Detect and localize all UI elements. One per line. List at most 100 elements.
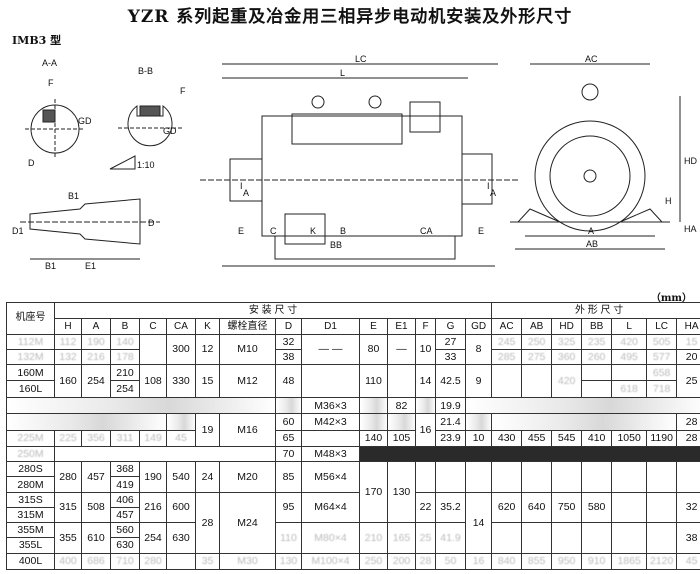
table-cell: 630 — [110, 537, 140, 554]
table-cell: 260 — [581, 348, 613, 366]
table-cell: 48 — [275, 364, 302, 398]
section-mark-right-sub: A — [490, 188, 496, 198]
col-e: E — [359, 318, 388, 335]
table-cell: 285 — [491, 348, 523, 366]
table-cell: 140 — [359, 429, 388, 448]
table-cell — [6, 396, 276, 415]
table-cell: 245 — [491, 333, 523, 350]
table-cell: 2120 — [646, 552, 678, 571]
table-cell: 160M — [6, 364, 55, 382]
table-cell: 600 — [166, 491, 196, 524]
table-cell — [275, 396, 302, 415]
table-cell: 545 — [551, 429, 583, 448]
dim-ac-label: AC — [585, 54, 598, 64]
table-cell — [521, 522, 553, 554]
table-cell: 105 — [387, 429, 416, 448]
table-row: 250M 70 M48×3 — [6, 445, 700, 463]
table-cell — [611, 364, 648, 382]
col-k: K — [195, 318, 220, 335]
dim-bb-label: B — [340, 226, 346, 236]
table-cell: 28 — [195, 491, 220, 554]
table-cell: 254 — [110, 380, 140, 398]
table-cell: 42.5 — [435, 364, 466, 398]
table-cell: 658 — [646, 364, 678, 382]
table-cell: 10 — [415, 333, 436, 366]
table-cell: 170 — [359, 461, 388, 524]
table-cell: 8 — [464, 333, 493, 366]
table-cell: 23.9 — [435, 429, 466, 448]
table-cell — [387, 364, 416, 398]
section-mark-left-sub: A — [243, 188, 249, 198]
table-cell: 225 — [54, 429, 82, 448]
table-cell: 610 — [81, 522, 111, 554]
table-cell: 19 — [195, 413, 220, 447]
table-cell: 82 — [387, 396, 416, 415]
table-cell — [166, 413, 196, 431]
dim-ca-label: CA — [420, 226, 433, 236]
table-cell: 95 — [275, 491, 302, 524]
table-cell: 420 — [611, 333, 648, 350]
table-row: 315S 315 508 406 216 600 28 M24 95 M64×4… — [6, 491, 700, 554]
table-cell: 16 — [415, 413, 436, 447]
table-cell: M24 — [219, 491, 276, 554]
taper-label: 1:10 — [137, 160, 155, 170]
table-cell — [166, 552, 196, 571]
section-mark-left: I — [240, 181, 243, 191]
table-cell: 25 — [676, 364, 700, 398]
table-cell: 65 — [275, 429, 302, 448]
table-cell: 130 — [387, 461, 416, 524]
motor-end-view — [510, 63, 681, 250]
table-cell — [491, 364, 523, 398]
dim-gd-label: GD — [78, 116, 92, 126]
table-cell: M100×4 — [301, 552, 360, 571]
table-cell: 32 — [275, 333, 302, 350]
table-cell: 280M — [6, 476, 55, 493]
table-cell — [611, 522, 648, 554]
table-cell — [491, 413, 678, 431]
table-row: 400L 400 686 710 280 35 M30 130 M100×4 2… — [6, 552, 700, 571]
table-cell: 140 — [110, 333, 140, 350]
dim-d-taper-label: D — [148, 218, 155, 228]
table-cell: 10 — [464, 429, 493, 448]
table-cell — [491, 461, 523, 493]
table-cell: 311 — [110, 429, 140, 448]
col-lc: LC — [646, 318, 678, 335]
dim-ha-label: HA — [684, 224, 697, 234]
table-cell: 750 — [551, 491, 583, 524]
table-cell: 280 — [139, 552, 167, 571]
install-group-header: 安 装 尺 寸 — [53, 301, 493, 320]
table-cell — [491, 522, 523, 554]
table-cell: 420 — [551, 364, 583, 398]
taper-shaft-view — [20, 155, 160, 260]
table-cell: 430 — [491, 429, 523, 448]
table-cell: 190 — [81, 333, 111, 350]
table-cell — [581, 461, 613, 493]
table-cell: 9 — [464, 364, 493, 398]
section-aa-label: A-A — [42, 58, 57, 68]
table-cell — [521, 461, 553, 493]
table-cell: 1050 — [611, 429, 648, 448]
table-cell: 630 — [166, 522, 196, 554]
table-cell — [6, 413, 167, 431]
dimension-table: 机座号 安 装 尺 寸 外 形 尺 寸 H A B C CA K 螺栓直径 D … — [6, 301, 700, 571]
table-cell — [358, 445, 700, 463]
dim-gd-bb-label: GD — [163, 126, 177, 136]
table-cell: M48×3 — [301, 445, 360, 463]
col-ha: HA — [676, 318, 700, 335]
table-cell: 254 — [81, 364, 111, 398]
table-cell: 178 — [110, 348, 140, 366]
table-cell: 718 — [646, 380, 678, 398]
dim-ab-label: AB — [586, 239, 598, 249]
table-cell: 216 — [139, 491, 167, 524]
col-l: L — [611, 318, 648, 335]
table-cell — [611, 461, 648, 493]
table-cell — [139, 333, 167, 366]
table-cell — [646, 491, 678, 524]
table-cell: 540 — [166, 461, 196, 493]
table-cell: 32 — [676, 491, 700, 524]
col-ca: CA — [166, 318, 196, 335]
table-cell: 50 — [435, 552, 466, 571]
table-row: 112M 112 190 140 300 12 M10 32 — — 80 — … — [6, 333, 700, 366]
table-cell: 38 — [676, 522, 700, 554]
table-cell: 457 — [110, 506, 140, 524]
